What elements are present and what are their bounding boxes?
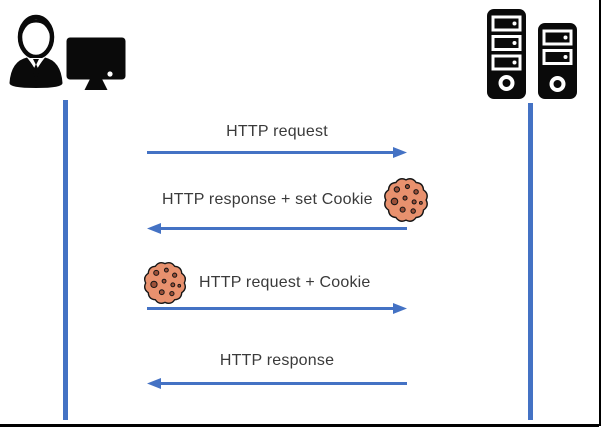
message-group: HTTP response + set Cookie xyxy=(162,176,431,224)
server-tower-icon xyxy=(487,9,526,99)
client-actor xyxy=(9,9,139,93)
http-request-arrow xyxy=(147,147,407,158)
message-label: HTTP request xyxy=(226,123,328,140)
frame-border-right xyxy=(598,0,601,426)
http-request-cookie-arrow xyxy=(147,303,407,314)
client-lifeline xyxy=(63,100,68,420)
server-tower-icon xyxy=(538,23,577,99)
http-response-set-cookie-arrow xyxy=(147,223,407,234)
cookie-icon xyxy=(143,261,187,305)
message-label: HTTP response xyxy=(219,352,335,369)
cookie-icon xyxy=(383,178,428,222)
server-lifeline xyxy=(528,103,533,420)
user-icon xyxy=(9,14,63,88)
message-label: HTTP request + Cookie xyxy=(199,274,371,291)
message-label: HTTP response + set Cookie xyxy=(162,191,373,208)
monitor-icon xyxy=(66,37,126,90)
frame-border-bottom xyxy=(0,424,599,427)
server-actor xyxy=(486,8,578,100)
http-response-arrow xyxy=(147,378,407,389)
message-group: HTTP request + Cookie xyxy=(142,260,371,306)
